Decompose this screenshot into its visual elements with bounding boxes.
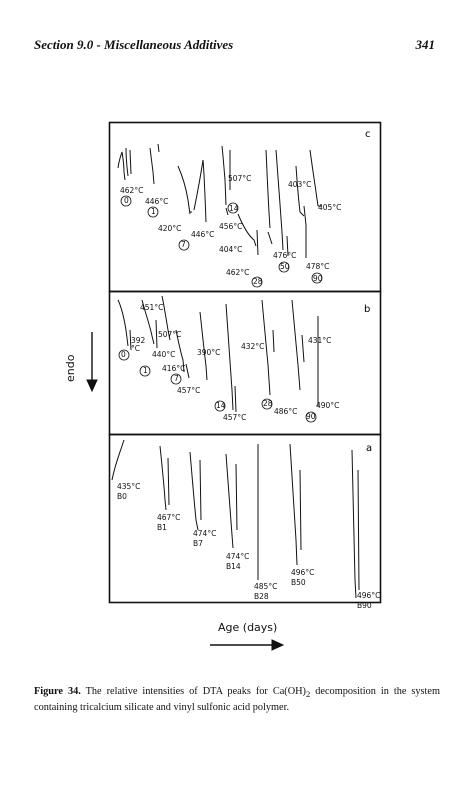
panel-a-labels: 435°C B0 467°C B1 474°C B7 474°C B14 485… (117, 482, 380, 610)
panel-c-age-circles (120, 195, 323, 288)
x-axis-label: Age (days) (218, 621, 277, 634)
peak-label: °C (131, 344, 140, 353)
peak-label: 496°C (291, 568, 314, 577)
y-axis-label: endo (64, 354, 77, 382)
panel-c-labels: 462°C 0 446°C 1 420°C 446°C 7 507°C 456°… (120, 174, 341, 286)
age-label: 28 (253, 277, 263, 286)
peak-label: 457°C (223, 413, 246, 422)
caption-text-2: decomposition in the system containing t… (34, 686, 440, 714)
panel-b-labels: 451°C 392 °C 0 507°C 440°C 1 416°C 7 457… (121, 303, 339, 422)
peak-label: 431°C (308, 336, 331, 345)
sample-label: B7 (193, 539, 203, 548)
peak-label: 405°C (318, 203, 341, 212)
sample-label: B50 (291, 578, 306, 587)
peak-label: 474°C (226, 552, 249, 561)
peak-label: 435°C (117, 482, 140, 491)
peak-label: 478°C (306, 262, 329, 271)
peak-label: 486°C (274, 407, 297, 416)
peak-label: 446°C (191, 230, 214, 239)
panel-c-traces (117, 143, 322, 258)
peak-label: 451°C (140, 303, 163, 312)
age-label: 14 (229, 204, 239, 213)
peak-label: 416°C (162, 364, 185, 373)
panel-a-letter: a (366, 443, 372, 454)
age-label: 28 (263, 399, 273, 408)
peak-label: 403°C (288, 180, 311, 189)
peak-label: 440°C (152, 350, 175, 359)
peak-label: 476°C (273, 251, 296, 260)
sample-label: B14 (226, 562, 241, 571)
peak-label: 390°C (197, 348, 220, 357)
panel-c-letter: c (365, 129, 371, 140)
peak-label: 474°C (193, 529, 216, 538)
peak-label: 507°C (228, 174, 251, 183)
peak-label: 432°C (241, 342, 264, 351)
age-arrow (210, 639, 285, 651)
age-label: 50 (280, 262, 290, 271)
running-header: Section 9.0 - Miscellaneous Additives 34… (34, 37, 435, 55)
panel-b-age-circles (118, 349, 317, 423)
age-label: 14 (216, 401, 226, 410)
age-label: 1 (151, 207, 156, 216)
age-label: 7 (181, 240, 186, 249)
age-label: 90 (313, 274, 323, 283)
peak-label: 420°C (158, 224, 181, 233)
sample-label: B90 (357, 601, 372, 610)
section-title: Section 9.0 - Miscellaneous Additives (34, 37, 234, 52)
panel-a-traces (111, 439, 360, 599)
sample-label: B28 (254, 592, 269, 601)
peak-label: 462°C (120, 186, 143, 195)
age-label: 0 (124, 196, 129, 205)
sample-label: B1 (157, 523, 167, 532)
caption-text-1: The relative intensities of DTA peaks fo… (80, 686, 306, 697)
figure-caption: Figure 34. The relative intensities of D… (34, 685, 440, 714)
peak-label: 457°C (177, 386, 200, 395)
peak-label: 507°C (158, 330, 181, 339)
peak-label: 485°C (254, 582, 277, 591)
caption-subscript: 2 (306, 689, 311, 700)
peak-label: 490°C (316, 401, 339, 410)
sample-label: B0 (117, 492, 127, 501)
panel-a-frame (108, 433, 382, 604)
peak-label: 392 (131, 336, 146, 345)
peak-label: 404°C (219, 245, 242, 254)
age-label: 90 (306, 412, 316, 421)
page-number: 341 (415, 37, 436, 52)
panel-b-letter: b (364, 304, 370, 315)
peak-label: 467°C (157, 513, 180, 522)
age-label: 0 (121, 350, 126, 359)
peak-label: 456°C (219, 222, 242, 231)
caption-label: Figure 34. (34, 686, 81, 697)
endo-arrow (86, 332, 98, 393)
peak-label: 496°C (357, 591, 380, 600)
panel-b-traces (117, 295, 319, 413)
age-label: 1 (143, 366, 148, 375)
peak-label: 462°C (226, 268, 249, 277)
age-label: 7 (174, 374, 179, 383)
peak-label: 446°C (145, 197, 168, 206)
